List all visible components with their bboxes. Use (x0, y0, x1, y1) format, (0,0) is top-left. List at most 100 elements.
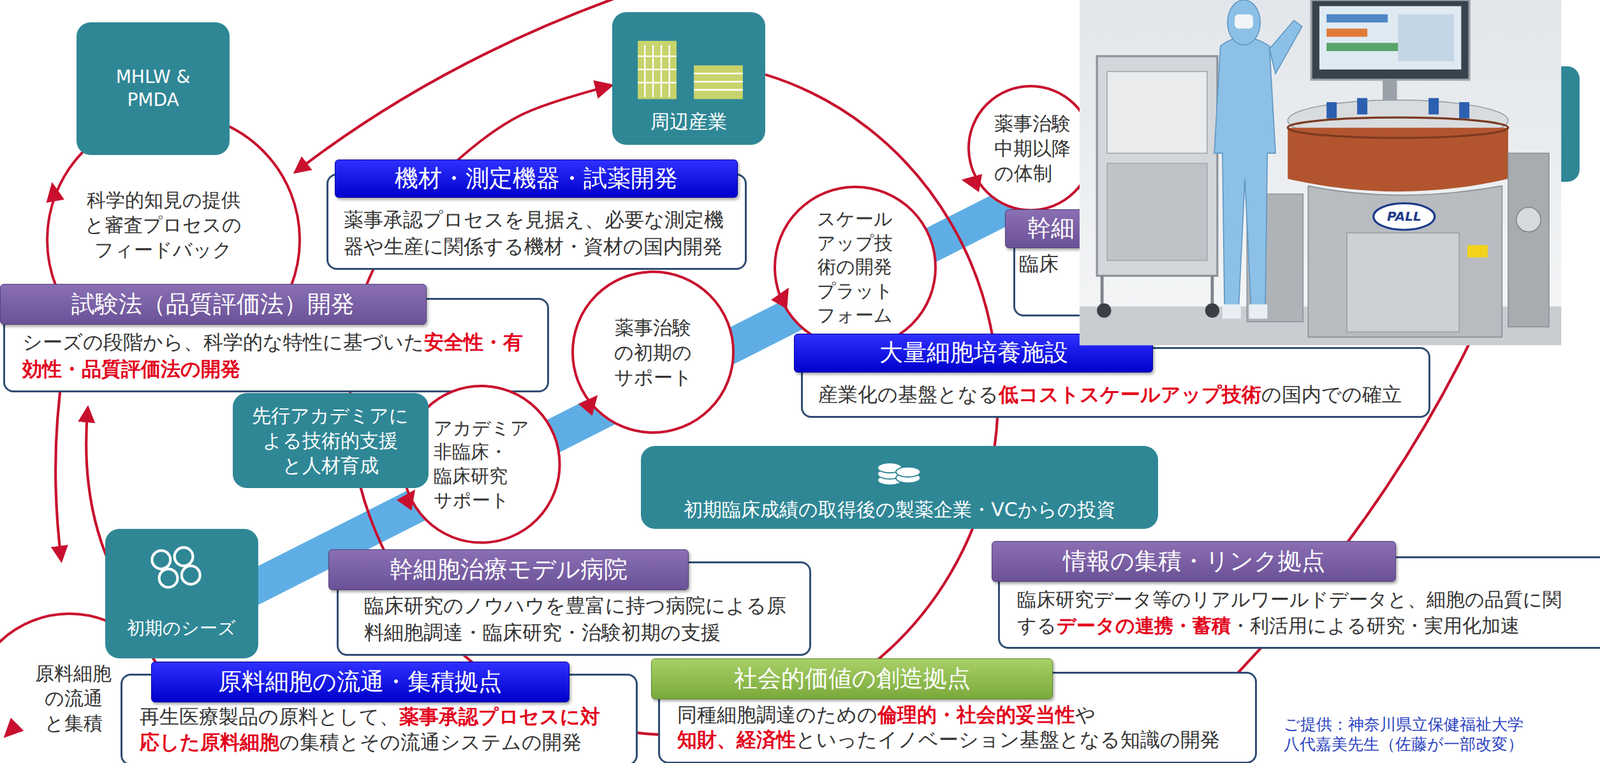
bottle (1326, 102, 1337, 119)
heading-tab: 機材・測定機器・試薬開発 (334, 159, 738, 199)
coin (895, 466, 921, 478)
initiative-card: 幹細臨床 (1013, 224, 1095, 317)
circle-text: 科学的知見の提供と審査プロセスのフィードバック (84, 187, 242, 263)
heading-tab: 情報の集積・リンク拠点 (991, 540, 1396, 582)
body-text: シーズの段階から、科学的な特性に基づいた安全性・有効性・品質評価法の開発 (22, 328, 523, 382)
rotation-arrowhead (396, 484, 423, 511)
hub-box: MHLW & PMDA (76, 22, 230, 155)
emphasis-text: 知財、経済性 (677, 727, 796, 751)
circle-text: スケールアップ技術の開発プラットフォーム (816, 207, 894, 328)
emphasis-text: 応した原料細胞 (139, 730, 280, 754)
text-run: 初期のシーズ (126, 617, 236, 639)
text-run: 臨床研究データ等のリアルワールドデータと、細胞の品質に関 (1017, 587, 1562, 611)
text-run: 臨床研究のノウハウを豊富に持つ病院による原 (364, 593, 787, 617)
text-run: フォーム (816, 304, 893, 326)
heading-tab: 大量細胞培養施設 (793, 333, 1153, 373)
text-run: 料細胞調達・臨床研究・治験初期の支援 (364, 620, 721, 644)
tank-bag (1287, 127, 1509, 192)
circle-shape (572, 271, 734, 433)
text-run: の流通 (44, 686, 103, 710)
suit-arm (1269, 20, 1303, 74)
text-run: 機材・測定機器・試薬開発 (394, 164, 678, 192)
cycle-circle: 薬事治験の初期のサポート (571, 270, 735, 434)
initiative-card: 試験法（品質評価法）開発シーズの段階から、科学的な特性に基づいた安全性・有効性・… (3, 297, 550, 393)
rotation-arrowhead (959, 170, 983, 192)
heading-tab: 社会的価値の創造拠点 (651, 658, 1053, 699)
text-run: 社会的価値の創造拠点 (733, 664, 971, 692)
text-run: する (1017, 614, 1057, 637)
face-mask (1234, 14, 1254, 29)
text-run: 非臨床・ (433, 440, 508, 463)
initiative-card: 情報の集積・リンク拠点臨床研究データ等のリアルワールドデータと、細胞の品質に関す… (998, 556, 1600, 649)
boot (1222, 304, 1241, 319)
circle-text: 薬事治験の初期のサポート (614, 315, 693, 390)
emphasis-text: 低コストスケールアップ技術 (998, 382, 1262, 406)
pump-head (1516, 207, 1541, 232)
circle-shape (968, 86, 1093, 210)
text-run: フィードバック (94, 238, 233, 261)
bottle (1357, 98, 1368, 115)
cart-panel (1107, 163, 1208, 261)
initiative-card: 社会的価値の創造拠点同種細胞調達のための倫理的・社会的妥当性や知財、経済性といっ… (658, 671, 1257, 763)
initiative-card: 機材・測定機器・試薬開発薬事承認プロセスを見据え、必要な測定機器や生産に関係する… (326, 173, 747, 270)
text-run: 臨床研究 (433, 464, 508, 487)
circle-text: アカデミア非臨床・臨床研究サポート (433, 416, 530, 513)
circle-shape (774, 186, 936, 348)
emphasis-text: 安全性・有 (424, 330, 523, 354)
screen-panel (1397, 14, 1454, 62)
bottle (1459, 102, 1470, 119)
cart-wheel (1096, 303, 1111, 318)
body-text: 産業化の基盤となる低コストスケールアップ技術の国内での確立 (818, 380, 1402, 408)
text-run: プラット (816, 279, 894, 302)
circle-shape (403, 385, 560, 543)
coin (895, 472, 921, 483)
coin (877, 474, 902, 485)
circle-text: 原料細胞の流通と集積 (35, 660, 112, 736)
cycle-arrow-line (55, 367, 64, 560)
monitor-screen (1319, 6, 1461, 70)
box-text: 周辺産業 (650, 109, 727, 134)
rotation-arrows (0, 170, 983, 744)
bottle (1428, 98, 1439, 115)
pipe-unit (1508, 153, 1549, 327)
text-run: サポート (614, 366, 693, 389)
hub-box: 先行アカデミアによる技術的支援と人材育成 (232, 392, 429, 488)
body-text: 臨床 (1019, 249, 1059, 277)
text-run: PALL (1387, 208, 1422, 224)
text-run: 周辺産業 (650, 110, 727, 133)
photo-backdrop (1079, 0, 1562, 345)
box-text: MHLW & PMDA (116, 65, 191, 113)
text-run: の初期の (614, 341, 692, 364)
text-run: の集積とその流通システムの開発 (279, 730, 582, 754)
heading-text: 幹細 (1027, 214, 1075, 243)
text-run: 大量細胞培養施設 (879, 338, 1069, 367)
cabinet-panel (1346, 232, 1460, 332)
text-run: 薬事治験 (994, 112, 1071, 135)
coin (877, 462, 902, 473)
credit-note: ご提供：神奈川県立保健福祉大学 八代嘉美先生（佐藤が一部改変） (1283, 714, 1524, 755)
circle-text: 薬事治験中期以降の体制 (994, 110, 1071, 186)
initiative-card: 大量細胞培養施設産業化の基盤となる低コストスケールアップ技術の国内での確立 (800, 346, 1431, 418)
emphasis-text: 薬事承認プロセスに対 (399, 704, 601, 728)
hidden-panel (1545, 66, 1580, 182)
suit-body (1214, 36, 1276, 307)
text-run: 原料細胞の流通・集積拠点 (218, 667, 502, 696)
bioreactor-photo (1079, 0, 1562, 345)
heading-text: 原料細胞の流通・集積拠点 (218, 667, 502, 696)
text-run: PMDA (126, 89, 179, 111)
emphasis-text: 倫理的・社会的妥当性 (877, 702, 1076, 726)
text-run: 術の開発 (817, 255, 893, 278)
emphasis-text: 効性・品質評価法の開発 (22, 357, 241, 381)
text-run: 薬事治験 (614, 316, 692, 339)
emphasis-text: データの連携・蓄積 (1056, 614, 1231, 637)
monitor (1311, 0, 1470, 80)
cell-icon (151, 547, 200, 587)
cycle-circle: スケールアップ技術の開発プラットフォーム (773, 185, 937, 349)
body-text: 臨床研究データ等のリアルワールドデータと、細胞の品質に関するデータの連携・蓄積・… (1017, 586, 1562, 639)
coin (877, 468, 902, 479)
body-text: 臨床研究のノウハウを豊富に持つ病院による原料細胞調達・臨床研究・治験初期の支援 (364, 591, 787, 646)
cart-frame (1096, 56, 1218, 276)
text-run: シーズの段階から、科学的な特性に基づいた (22, 330, 425, 354)
coin-icon (877, 462, 921, 485)
tank-lid (1287, 100, 1509, 141)
